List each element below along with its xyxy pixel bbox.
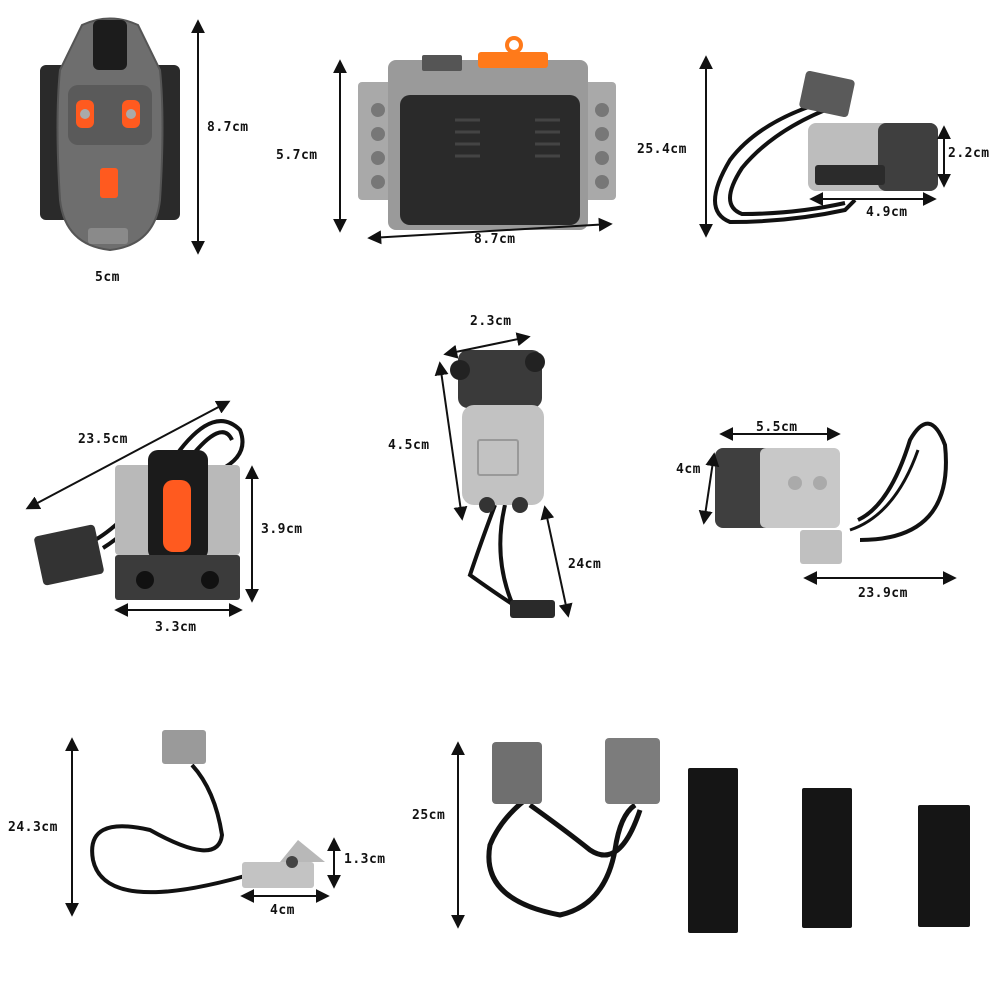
- ext-cable-label: 25cm: [412, 808, 446, 823]
- servo-motor: [715, 421, 948, 564]
- mmotor-width-label: 4.9cm: [866, 205, 908, 220]
- receiver-height-label: 3.9cm: [261, 522, 303, 537]
- servo-width-label: 5.5cm: [756, 420, 798, 435]
- lmotor-width-label: 2.3cm: [470, 314, 512, 329]
- remote-height-label: 8.7cm: [207, 120, 249, 135]
- servo-cable-label: 23.9cm: [858, 586, 908, 601]
- battery-height-label: 5.7cm: [276, 148, 318, 163]
- led-cable-label: 24.3cm: [8, 820, 58, 835]
- ir-receiver: [34, 419, 245, 600]
- m-motor: [713, 70, 938, 225]
- ir-remote-control: [40, 17, 180, 252]
- mmotor-cable-label: 25.4cm: [637, 142, 687, 157]
- axles: [688, 768, 970, 933]
- battery-box: [358, 36, 616, 230]
- receiver-width-label: 3.3cm: [155, 620, 197, 635]
- lmotor-cable-label: 24cm: [568, 557, 602, 572]
- extension-cable: [486, 738, 660, 918]
- led-width-label: 4cm: [270, 903, 295, 918]
- remote-width-label: 5cm: [95, 270, 120, 285]
- battery-width-label: 8.7cm: [474, 232, 516, 247]
- led-lights: [90, 730, 325, 895]
- lmotor-height-label: 4.5cm: [388, 438, 430, 453]
- receiver-cable-label: 23.5cm: [78, 432, 128, 447]
- mmotor-height-label: 2.2cm: [948, 146, 990, 161]
- dimension-arrows: [25, 19, 957, 929]
- led-height-label: 1.3cm: [344, 852, 386, 867]
- servo-height-label: 4cm: [676, 462, 701, 477]
- l-motor: [450, 350, 555, 618]
